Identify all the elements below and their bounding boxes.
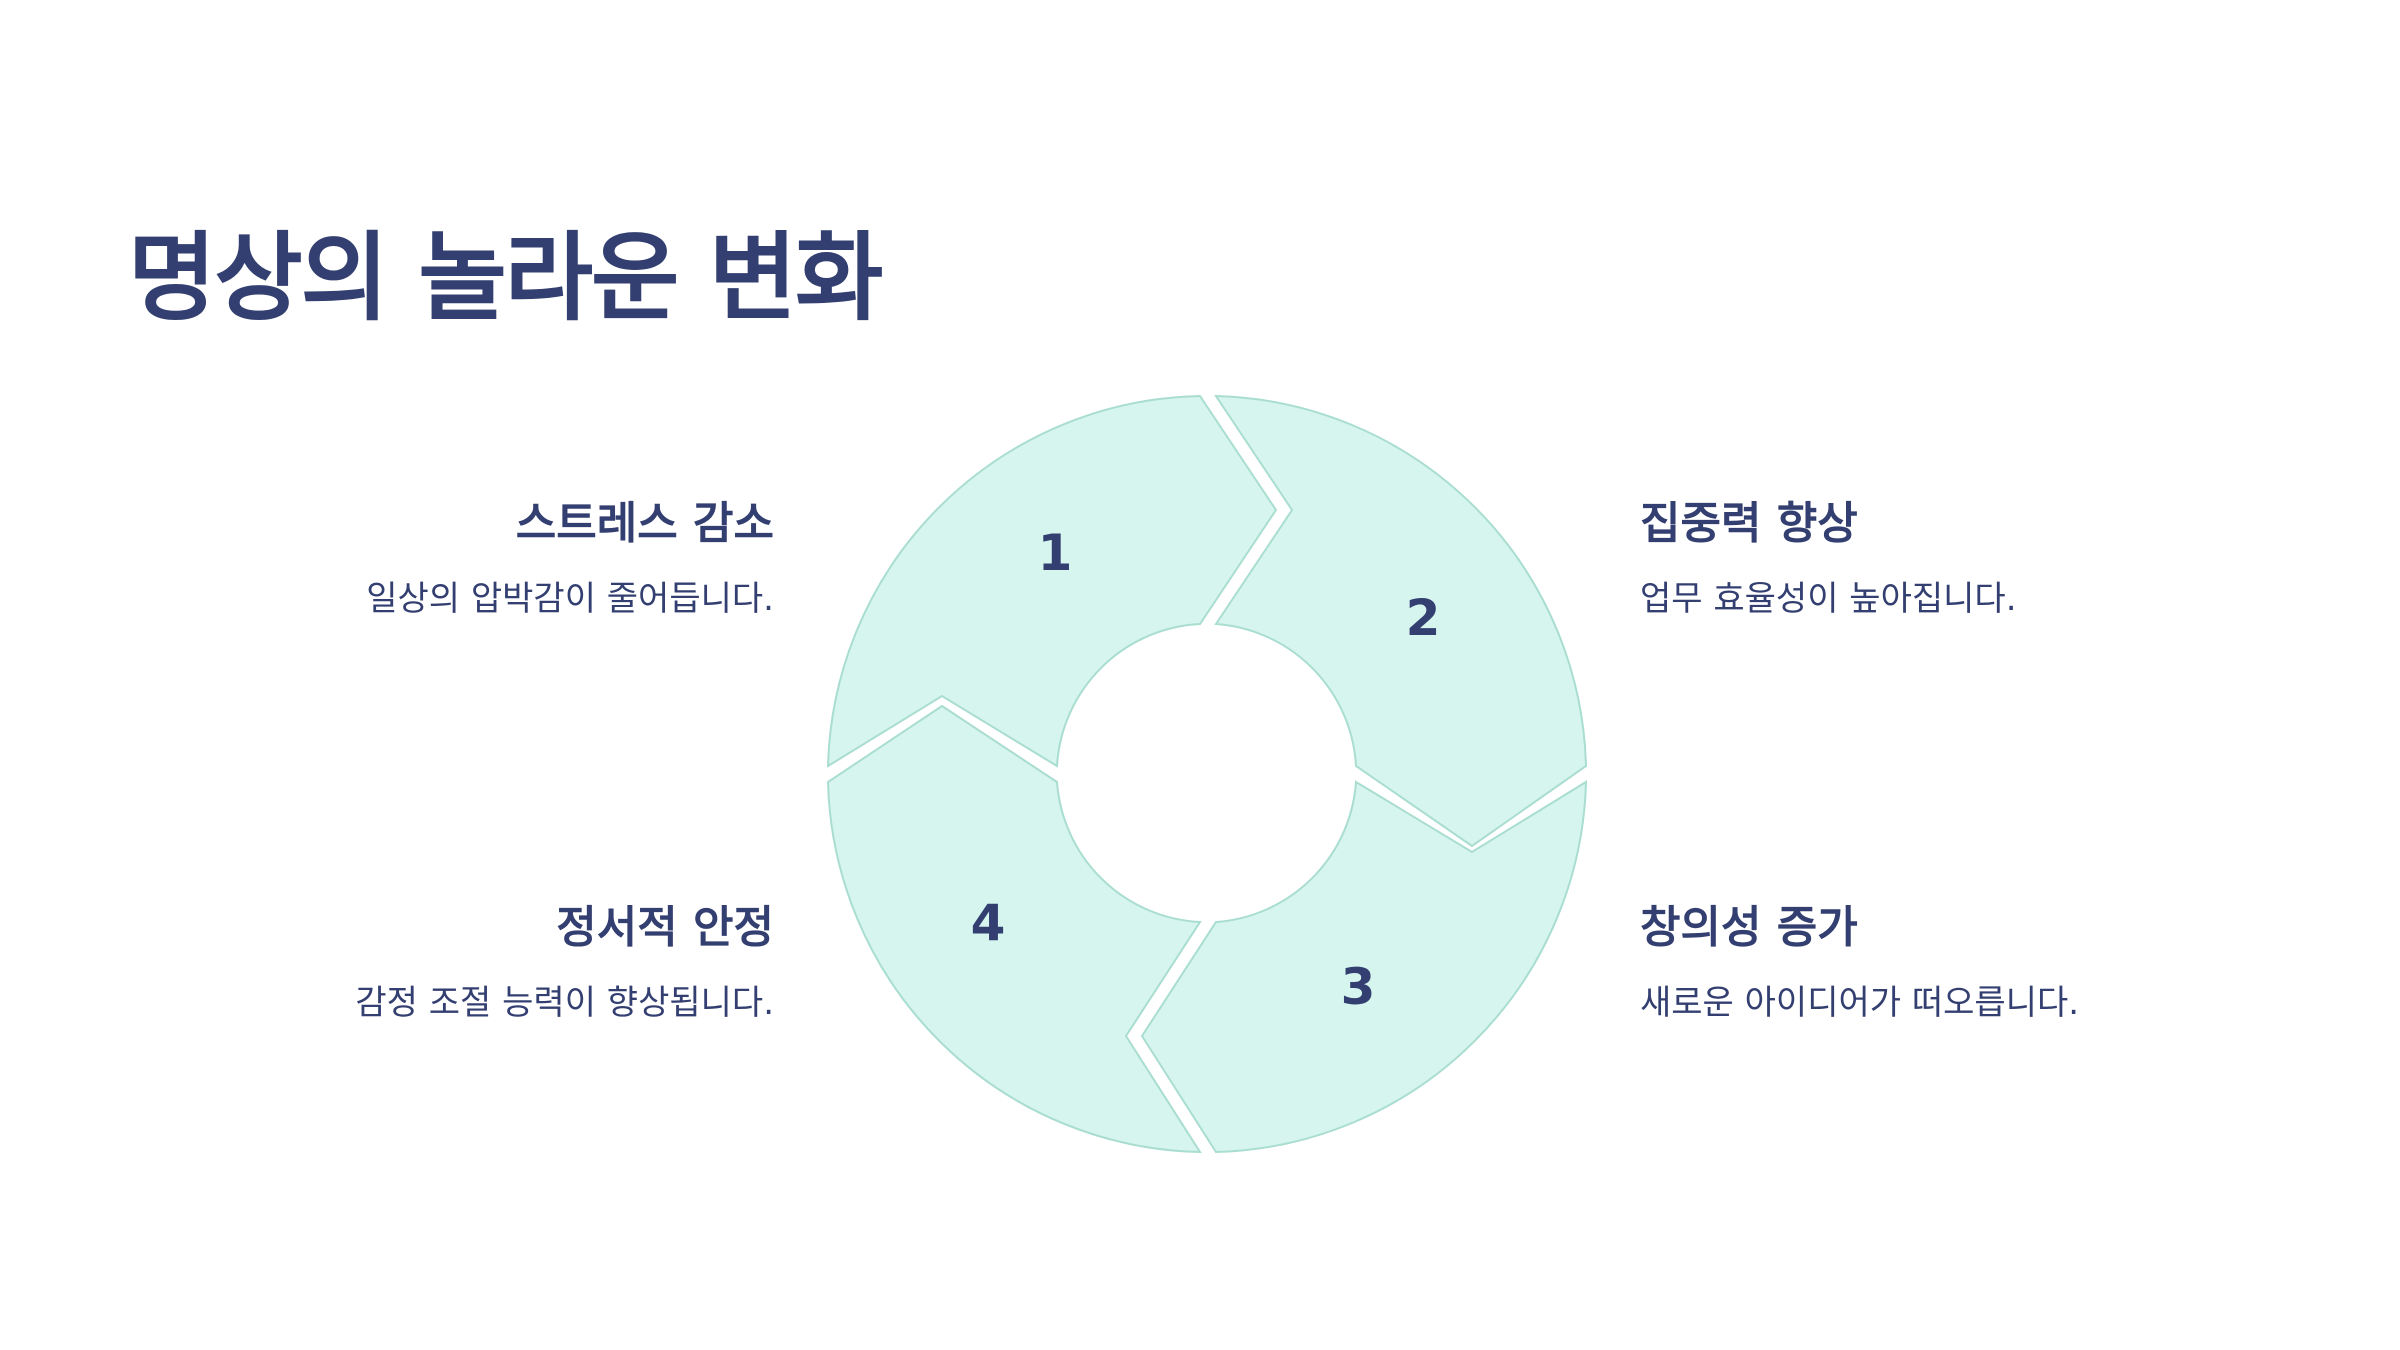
- step-4-title: 정서적 안정: [556, 902, 774, 953]
- step-4-description: 감정 조절 능력이 향상됩니다.: [355, 982, 774, 1023]
- step-2-text: 집중력 향상 업무 효율성이 높아집니다.: [1640, 498, 2260, 620]
- cycle-segment-1: [826, 394, 1278, 768]
- step-3-description: 새로운 아이디어가 떠오릅니다.: [1640, 982, 2080, 1023]
- step-3-text: 창의성 증가 새로운 아이디어가 떠오릅니다.: [1640, 902, 2260, 1024]
- step-4-text: 정서적 안정 감정 조절 능력이 향상됩니다.: [154, 902, 774, 1024]
- page-title: 명상의 놀라운 변화: [128, 222, 883, 334]
- step-number-1: 1: [1038, 524, 1073, 582]
- step-1-text: 스트레스 감소 일상의 압박감이 줄어듭니다.: [154, 498, 774, 620]
- step-number-3: 3: [1341, 958, 1376, 1016]
- step-1-title: 스트레스 감소: [515, 498, 774, 549]
- step-1-description: 일상의 압박감이 줄어듭니다.: [366, 578, 774, 619]
- step-number-2: 2: [1406, 589, 1441, 647]
- step-3-title: 창의성 증가: [1640, 902, 1858, 953]
- cycle-segment-4: [826, 704, 1202, 1154]
- step-number-4: 4: [971, 894, 1006, 952]
- cycle-segment-2: [1214, 394, 1588, 848]
- step-2-title: 집중력 향상: [1640, 498, 1858, 549]
- step-2-description: 업무 효율성이 높아집니다.: [1640, 578, 2017, 619]
- cycle-segment-3: [1140, 780, 1588, 1154]
